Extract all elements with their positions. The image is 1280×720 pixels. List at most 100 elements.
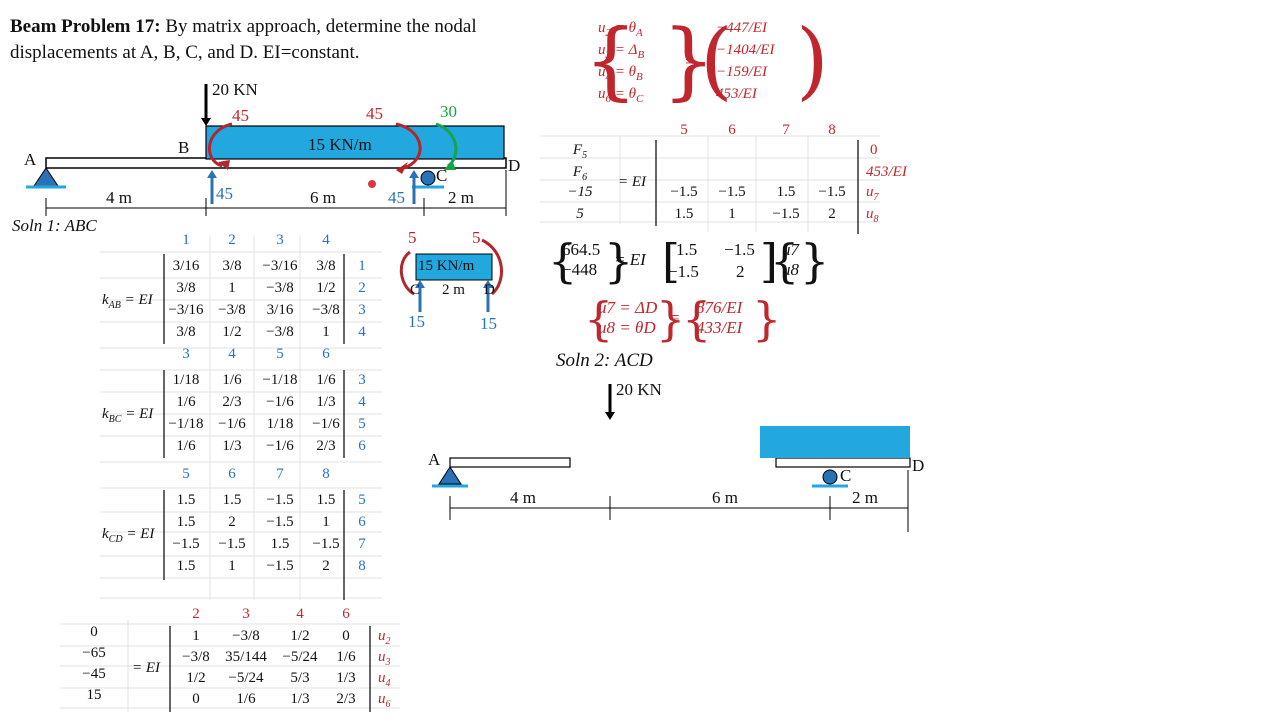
problem-statement: Beam Problem 17: By matrix approach, det…	[10, 16, 477, 63]
kcd-cell: −1.5	[266, 514, 294, 530]
soln1-heading: Soln 1: ABC	[12, 216, 97, 235]
beam2-node-d: D	[912, 456, 925, 475]
reaction-c-label: 45	[388, 188, 405, 207]
kcd-col-6: 6	[228, 466, 236, 482]
kcd-cell: −1.5	[266, 558, 294, 574]
global-cell: 1/3	[336, 670, 356, 686]
kab-col-3: 3	[276, 232, 284, 248]
global-cell: 1/2	[186, 670, 206, 686]
brace-right: }	[662, 11, 716, 109]
beam2-span-2: 6 m	[712, 488, 738, 507]
global-col-2: 2	[192, 606, 200, 622]
kab-col-1: 1	[182, 232, 190, 248]
small-m1: 5	[408, 228, 417, 247]
kab-cell: 3/8	[222, 258, 242, 274]
kbc-col-5: 5	[276, 346, 284, 362]
f56-cell: −1.5	[718, 184, 746, 200]
load-20kn-label: 20 KN	[212, 80, 258, 99]
kbc-cell: −1/18	[168, 416, 204, 432]
eq78-m10: −1.5	[668, 262, 699, 281]
small-c: C	[410, 282, 421, 298]
f56-cell: 2	[828, 206, 836, 222]
eq78-sq-l: [	[662, 234, 680, 288]
kcd-row-8: 8	[358, 558, 366, 574]
kcd-cell: −1.5	[172, 536, 200, 552]
eq78-brace-l: {	[548, 234, 578, 288]
global-u: u3	[378, 649, 391, 668]
eq78-u7: u7	[782, 240, 799, 259]
kcd-cell: 1.5	[222, 492, 242, 508]
node-a-label: A	[24, 150, 37, 169]
kab-cell: −3/8	[266, 324, 294, 340]
f56-right: 453/EI	[866, 164, 907, 180]
beam2-node-a: A	[428, 450, 441, 469]
span-bc-label: 6 m	[310, 188, 336, 207]
eq78-u-l: {	[770, 234, 800, 288]
beam2-span-3: 2 m	[852, 488, 878, 507]
global-u: u2	[378, 628, 391, 647]
f56-right: u8	[866, 206, 879, 225]
kbc-cell: 1/3	[316, 394, 336, 410]
span-ab-label: 4 m	[106, 188, 132, 207]
span-cd-label: 2 m	[448, 188, 474, 207]
global-lhs: −45	[82, 666, 106, 682]
global-lhs: 0	[90, 624, 98, 640]
f56-cell: −1.5	[772, 206, 800, 222]
global-cell: −3/8	[232, 628, 260, 644]
eq78-u8: u8	[782, 260, 799, 279]
kcd-cell: 2	[322, 558, 330, 574]
beam2-node-c: C	[840, 466, 852, 485]
kab-row-4: 4	[358, 324, 366, 340]
eq78-eq: = EI	[614, 250, 646, 269]
kab-cell: 1	[322, 324, 330, 340]
f56-cell: −1.5	[818, 184, 846, 200]
beam2-load: 20 KN	[616, 380, 662, 399]
small-m2: 5	[472, 228, 481, 247]
brace-right-2: )	[796, 11, 829, 109]
res78-brace-l: {	[584, 292, 614, 346]
kab-row-3: 3	[358, 302, 366, 318]
f56-right: 0	[870, 142, 878, 158]
kab-label: kAB = EI	[102, 292, 153, 311]
eq78-m00: 1.5	[676, 240, 698, 259]
kbc-cell: 2/3	[316, 438, 336, 454]
kab-cell: 3/8	[176, 324, 196, 340]
global-cell: −5/24	[228, 670, 264, 686]
kbc-cell: 1/3	[222, 438, 242, 454]
res78-l2: u8 = θD	[598, 318, 656, 337]
global-eq: = EI	[132, 660, 161, 676]
eq78-l1: 664.5	[562, 240, 601, 259]
eq78-m11: 2	[736, 262, 745, 281]
kbc-col-3: 3	[182, 346, 190, 362]
global-cell: 1/3	[290, 691, 310, 707]
kcd-cell: 2	[228, 514, 236, 530]
kcd-row-5: 5	[358, 492, 366, 508]
reaction-b-label: 45	[216, 184, 233, 203]
global-cell: −5/24	[282, 649, 318, 665]
kcd-cell: −1.5	[218, 536, 246, 552]
kbc-cell: −1/6	[266, 394, 294, 410]
disp-rhs: −159/EI	[716, 64, 767, 80]
brace-left-2: (	[700, 11, 733, 109]
global-cell: 1/6	[236, 691, 256, 707]
kbc-cell: 2/3	[222, 394, 242, 410]
kab-cell: 3/8	[316, 258, 336, 274]
f56-lhs: −15	[567, 184, 593, 200]
moment-right-label: 45	[366, 104, 383, 123]
kcd-cell: 1.5	[270, 536, 290, 552]
eq78-brace-r: }	[604, 234, 634, 288]
global-cell: 5/3	[290, 670, 310, 686]
kbc-cell: −1/18	[262, 372, 298, 388]
eq78-u-r: }	[800, 234, 830, 288]
kbc-cell: −1/6	[312, 416, 340, 432]
small-r1: 15	[408, 312, 425, 331]
disp-lhs: u3 = ΔB	[598, 42, 645, 61]
kcd-col-5: 5	[182, 466, 190, 482]
kbc-row-5: 5	[358, 416, 366, 432]
kab-cell: −3/8	[218, 302, 246, 318]
global-lhs: −65	[82, 645, 106, 661]
kbc-row-3: 3	[358, 372, 366, 388]
global-lhs: 15	[86, 687, 102, 703]
global-cell: 2/3	[336, 691, 356, 707]
